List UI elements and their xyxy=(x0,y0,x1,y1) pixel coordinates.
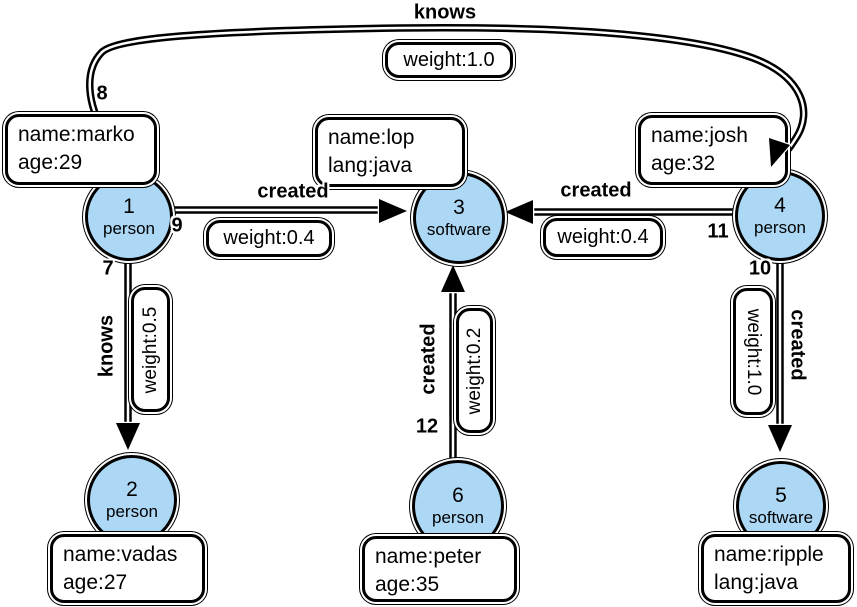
edge-10-id: 10 xyxy=(748,257,772,280)
vertex-id: 4 xyxy=(774,194,786,217)
vertex-label: person xyxy=(103,219,155,238)
property-line: name:josh xyxy=(651,124,748,147)
edge-7-label: knows xyxy=(95,314,118,378)
edge-7-id: 7 xyxy=(102,257,114,280)
vertex-label: person xyxy=(754,218,806,237)
arrowhead xyxy=(766,423,794,456)
vertex-3-properties: name:lop lang:java xyxy=(315,117,465,187)
vertex-id: 2 xyxy=(126,478,138,501)
vertex-label: software xyxy=(426,220,492,239)
edge-12-label: created xyxy=(417,323,440,395)
property-line: lang:java xyxy=(328,154,413,177)
property-line: age:27 xyxy=(63,571,128,594)
edge-12-weight-box: weight:0.2 xyxy=(456,308,493,433)
edge-10-label: created xyxy=(786,309,809,381)
edge-10-weight-box: weight:1.0 xyxy=(733,288,773,415)
property-line: name:lop xyxy=(328,126,415,149)
arrowhead xyxy=(501,198,535,226)
vertex-label: person xyxy=(432,508,484,527)
weight-value: weight:1.0 xyxy=(403,48,495,71)
weight-value: weight:0.5 xyxy=(139,306,161,393)
property-line: name:peter xyxy=(375,545,482,568)
edge-9-id: 9 xyxy=(171,214,183,237)
property-line: name:ripple xyxy=(714,543,824,566)
edge-12-id: 12 xyxy=(415,415,439,438)
vertex-2: 2 person xyxy=(87,455,177,545)
edge-9-weight-box: weight:0.4 xyxy=(206,220,332,257)
vertex-4-properties: name:josh age:32 xyxy=(638,115,788,185)
arrowhead xyxy=(114,421,142,454)
vertex-3: 3 software xyxy=(413,172,505,264)
vertex-6-properties: name:peter age:35 xyxy=(362,536,517,602)
weight-value: weight:0.2 xyxy=(463,327,485,414)
vertex-1-properties: name:marko age:29 xyxy=(5,114,157,185)
edge-11-id: 11 xyxy=(707,220,729,243)
edge-7-weight-box: weight:0.5 xyxy=(131,287,170,412)
edge-11-weight-box: weight:0.4 xyxy=(543,218,663,257)
arrowhead xyxy=(439,261,467,294)
vertex-5-properties: name:ripple lang:java xyxy=(701,534,851,603)
edge-8-weight-box: weight:1.0 xyxy=(385,42,513,78)
vertex-4: 4 person xyxy=(735,171,825,261)
weight-value: weight:0.4 xyxy=(223,227,315,249)
property-line: lang:java xyxy=(714,571,799,594)
weight-value: weight:1.0 xyxy=(743,308,764,395)
vertex-id: 1 xyxy=(123,195,135,218)
edge-11-label: created xyxy=(560,179,632,202)
property-line: age:32 xyxy=(651,152,716,175)
property-line: age:29 xyxy=(18,151,83,174)
arrowhead xyxy=(377,197,411,225)
property-line: age:35 xyxy=(375,573,440,596)
vertex-id: 3 xyxy=(453,196,465,219)
vertex-id: 5 xyxy=(775,484,787,507)
property-line: name:vadas xyxy=(63,543,178,566)
vertex-label: person xyxy=(106,502,158,521)
vertex-1: 1 person xyxy=(85,173,173,261)
edge-9-label: created xyxy=(257,180,329,203)
vertex-label: software xyxy=(748,508,814,527)
edge-8-label: knows xyxy=(413,1,477,24)
weight-value: weight:0.4 xyxy=(557,226,649,248)
edge-8-id: 8 xyxy=(96,82,108,105)
vertex-id: 6 xyxy=(452,484,464,507)
property-line: name:marko xyxy=(18,123,135,146)
vertex-2-properties: name:vadas age:27 xyxy=(50,534,205,603)
